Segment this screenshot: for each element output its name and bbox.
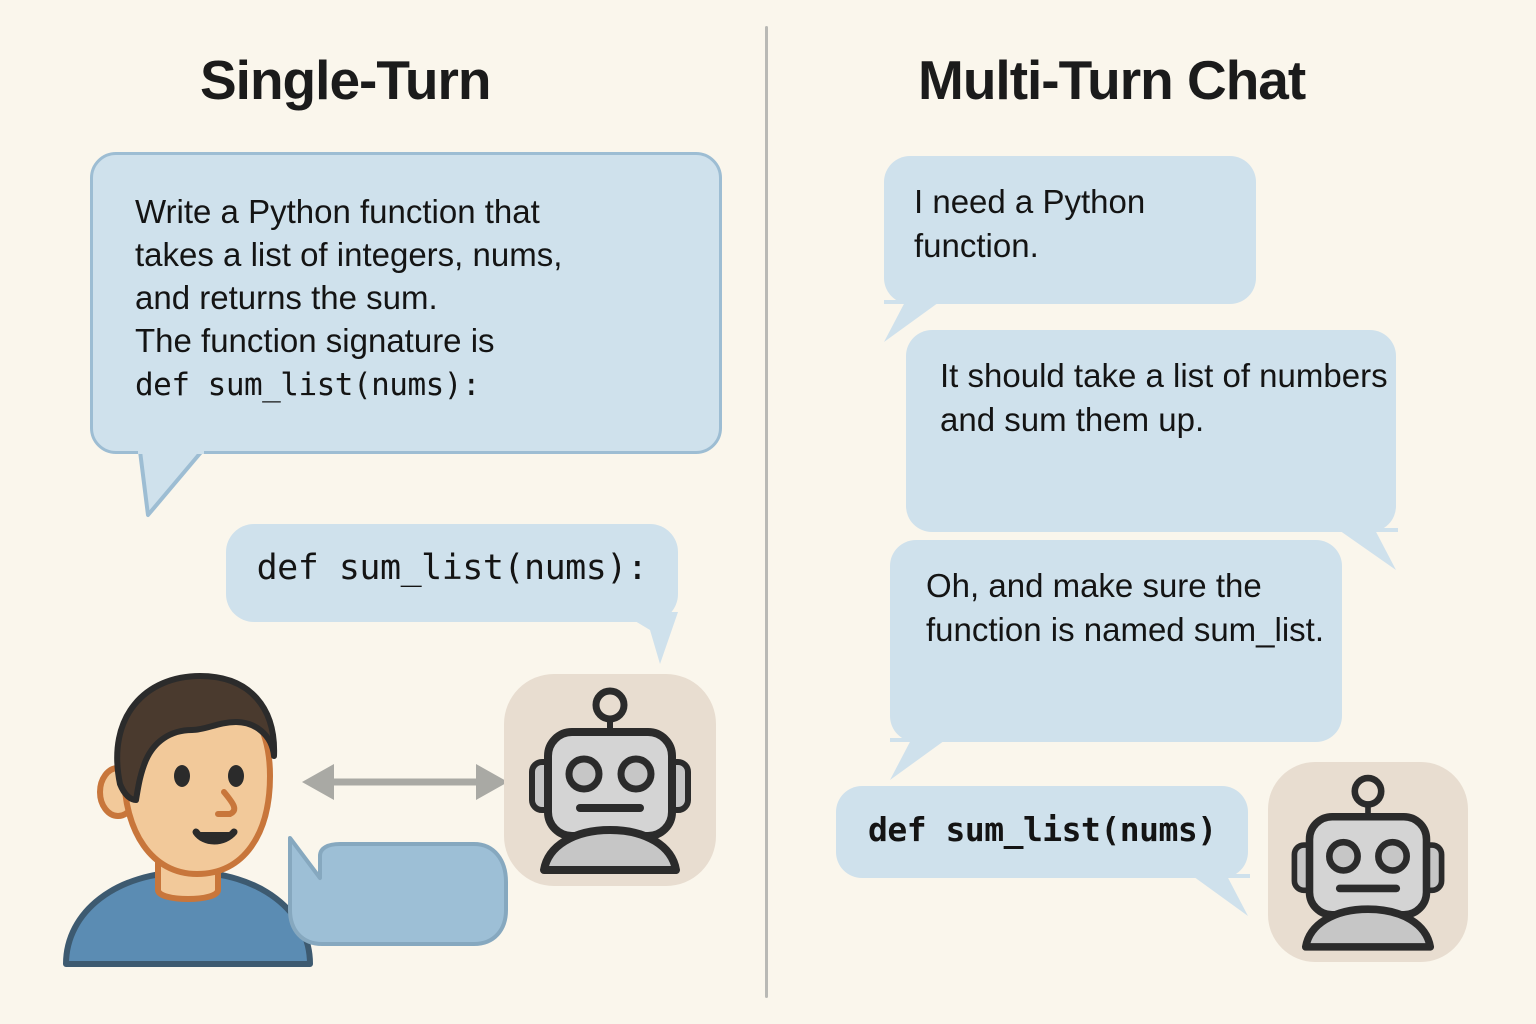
chat-answer-bubble-tail [1190,874,1250,916]
chat-message-3: Oh, and make sure the function is named … [890,540,1342,742]
chat-message-3-text: Oh, and make sure the function is named … [926,567,1325,648]
robot-avatar-icon [1268,762,1468,962]
prompt-bubble: Write a Python function that takes a lis… [90,152,722,454]
panel-title-multi-turn: Multi-Turn Chat [918,49,1306,111]
empty-speech-bubble-icon [288,836,508,946]
user-avatar-icon [63,673,313,967]
answer-bubble-left: def sum_list(nums): [226,524,678,622]
robot-avatar-icon [504,674,716,886]
chat-message-1-tail [884,300,944,342]
answer-bubble-left-code: def sum_list(nums): [256,548,648,588]
panel-title-single-turn: Single-Turn [200,49,491,111]
chat-message-3-tail [890,738,950,780]
prompt-bubble-code: def sum_list(nums): [135,366,481,403]
panel-divider [765,26,768,998]
chat-message-1: I need a Python function. [884,156,1256,304]
chat-message-2: It should take a list of numbers and sum… [906,330,1396,532]
chat-answer-bubble: def sum_list(nums) [836,786,1248,878]
chat-message-2-tail [1336,528,1398,570]
prompt-bubble-tail [138,449,204,517]
bidirectional-arrow-icon [302,764,508,800]
answer-bubble-left-tail [620,612,678,664]
chat-answer-code: def sum_list(nums) [868,810,1217,849]
chat-message-2-text: It should take a list of numbers and sum… [940,357,1388,438]
chat-message-1-text: I need a Python function. [914,183,1146,264]
prompt-bubble-text: Write a Python function that takes a lis… [135,193,563,359]
